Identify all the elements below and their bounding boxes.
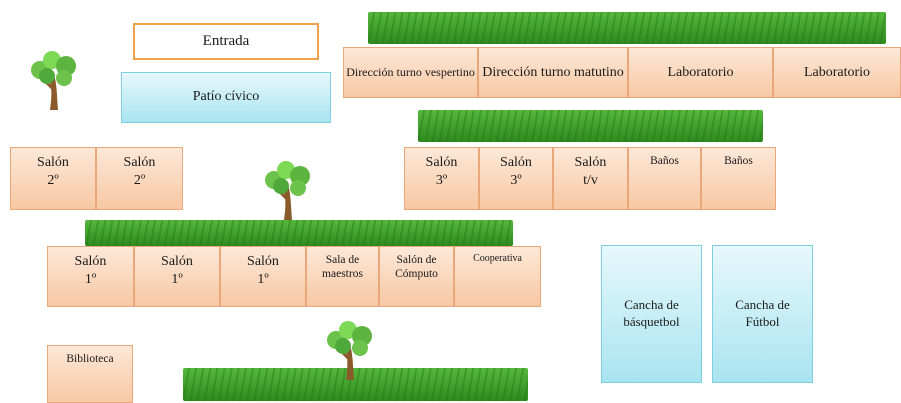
- room-grade: 1º: [84, 271, 97, 287]
- room-label: Baños: [650, 155, 679, 167]
- room-label: Cooperativa: [473, 253, 522, 264]
- room-grade: Cómputo: [395, 268, 438, 281]
- tree-icon: [256, 158, 318, 222]
- room-grade: maestros: [322, 268, 363, 281]
- biblioteca: Biblioteca: [47, 345, 133, 403]
- salon-2-a: Salón 2º: [10, 147, 96, 210]
- tree-icon: [318, 318, 380, 382]
- grass-strip-middle: [418, 110, 763, 142]
- tree-icon: [22, 48, 84, 112]
- court-label: Cancha de: [624, 297, 679, 313]
- room-label: Salón: [425, 155, 458, 170]
- biblioteca-label: Biblioteca: [66, 353, 114, 365]
- direccion-matutino: Dirección turno matutino: [478, 47, 628, 98]
- cooperativa: Cooperativa: [454, 246, 541, 307]
- laboratorio-2: Laboratorio: [773, 47, 901, 98]
- court-label: básquetbol: [623, 314, 680, 329]
- patio-label: Patío cívico: [192, 89, 260, 105]
- room-grade: 3º: [435, 172, 448, 188]
- room-label: Salón: [574, 155, 607, 170]
- room-label: Baños: [724, 155, 753, 167]
- room-label: Salón: [74, 254, 107, 269]
- admin-label: Dirección turno matutino: [482, 64, 624, 80]
- room-label: Salón: [500, 155, 532, 170]
- grass-strip-bottom: [183, 368, 528, 401]
- salon-3-b: Salón 3º: [479, 147, 553, 210]
- salon-1-c: Salón 1º: [220, 246, 306, 307]
- room-label: Salón de: [396, 254, 437, 266]
- room-grade: 1º: [171, 271, 183, 287]
- room-grade: 2º: [133, 172, 146, 188]
- banos-1: Baños: [628, 147, 701, 210]
- grass-strip-top: [368, 12, 886, 44]
- patio-civico: Patío cívico: [121, 72, 331, 123]
- grass-strip-left: [85, 220, 513, 246]
- room-grade: 3º: [510, 172, 522, 188]
- room-label: Salón: [37, 155, 69, 170]
- room-label: Salón: [247, 254, 279, 269]
- salon-tv: Salón t/v: [553, 147, 628, 210]
- entrada-box: Entrada: [133, 23, 319, 60]
- salon-2-b: Salón 2º: [96, 147, 183, 210]
- entrada-label: Entrada: [202, 33, 250, 49]
- room-grade: 2º: [47, 172, 59, 188]
- room-label: Sala de: [325, 254, 360, 266]
- admin-label: Laboratorio: [803, 64, 871, 80]
- room-label: Salón: [123, 155, 156, 170]
- court-label: Fútbol: [745, 314, 780, 329]
- room-grade: 1º: [257, 271, 269, 287]
- direccion-vespertino: Dirección turno vespertino: [343, 47, 478, 98]
- admin-label: Laboratorio: [667, 64, 734, 80]
- salon-de-computo: Salón de Cómputo: [379, 246, 454, 307]
- salon-3-a: Salón 3º: [404, 147, 479, 210]
- salon-1-b: Salón 1º: [134, 246, 220, 307]
- sala-de-maestros: Sala de maestros: [306, 246, 379, 307]
- admin-label: Dirección turno vespertino: [346, 65, 475, 79]
- banos-2: Baños: [701, 147, 776, 210]
- court-label: Cancha de: [735, 297, 790, 313]
- room-label: Salón: [161, 254, 193, 269]
- laboratorio-1: Laboratorio: [628, 47, 773, 98]
- salon-1-a: Salón 1º: [47, 246, 134, 307]
- room-grade: t/v: [583, 172, 598, 188]
